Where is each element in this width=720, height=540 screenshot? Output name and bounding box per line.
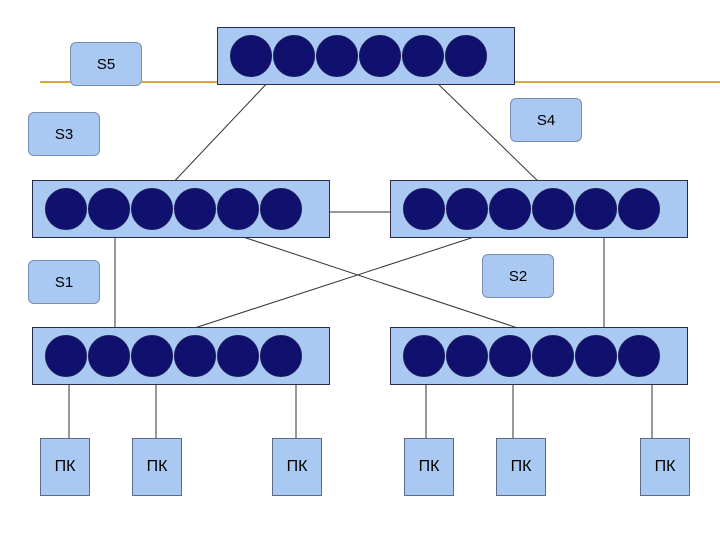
switch-port — [489, 335, 531, 377]
pc-box: ПК — [496, 438, 546, 496]
link-s5-s4 — [431, 77, 546, 189]
pc-box: ПК — [640, 438, 690, 496]
switch-s1 — [32, 327, 330, 385]
switch-port — [217, 188, 259, 230]
switch-port — [618, 335, 660, 377]
switch-port — [403, 188, 445, 230]
switch-port — [217, 335, 259, 377]
switch-port — [575, 335, 617, 377]
switch-port — [88, 188, 130, 230]
switch-port — [446, 188, 488, 230]
switch-s4 — [390, 180, 688, 238]
link-s5-s3 — [167, 77, 273, 189]
pc-box: ПК — [132, 438, 182, 496]
switch-port — [446, 335, 488, 377]
label-s1: S1 — [28, 260, 100, 304]
switch-port — [131, 188, 173, 230]
switch-port — [575, 188, 617, 230]
switch-s3 — [32, 180, 330, 238]
switch-port — [445, 35, 487, 77]
switch-port — [618, 188, 660, 230]
pc-box: ПК — [272, 438, 322, 496]
pc-box: ПК — [404, 438, 454, 496]
switch-port — [45, 335, 87, 377]
link-s4-s1 — [169, 225, 509, 337]
switch-port — [359, 35, 401, 77]
switch-port — [403, 335, 445, 377]
switch-port — [316, 35, 358, 77]
switch-port — [260, 335, 302, 377]
switch-port — [402, 35, 444, 77]
switch-s5 — [217, 27, 515, 85]
switch-port — [532, 335, 574, 377]
switch-port — [260, 188, 302, 230]
pc-box: ПК — [40, 438, 90, 496]
label-s2: S2 — [482, 254, 554, 298]
link-s3-s2 — [209, 225, 549, 339]
switch-port — [489, 188, 531, 230]
switch-port — [230, 35, 272, 77]
label-s3: S3 — [28, 112, 100, 156]
switch-s2 — [390, 327, 688, 385]
switch-port — [174, 335, 216, 377]
label-s5: S5 — [70, 42, 142, 86]
switch-port — [532, 188, 574, 230]
label-s4: S4 — [510, 98, 582, 142]
switch-port — [273, 35, 315, 77]
switch-port — [131, 335, 173, 377]
switch-port — [88, 335, 130, 377]
switch-port — [45, 188, 87, 230]
switch-port — [174, 188, 216, 230]
